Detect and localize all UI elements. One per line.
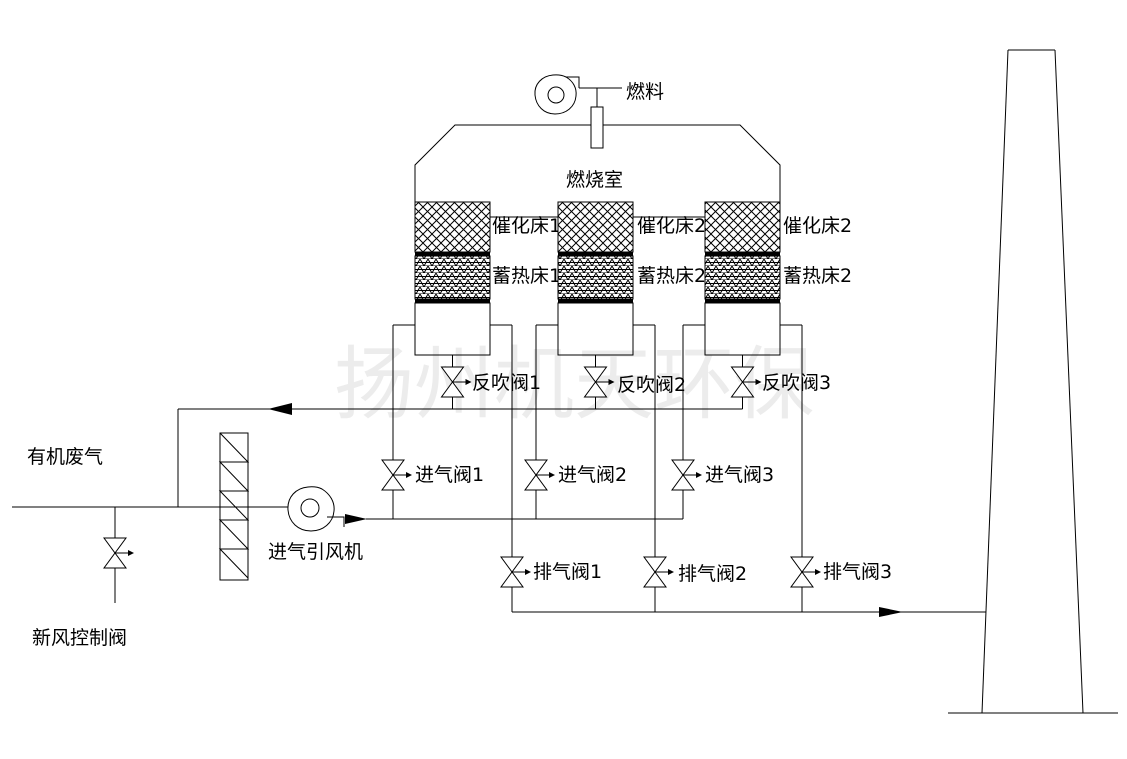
- watermark-text: 扬州机天环保: [334, 338, 814, 431]
- fresh-air-control-valve-icon: [103, 537, 135, 569]
- fresh-air-control-valve-label: 新风控制阀: [32, 627, 127, 649]
- purge-valve-3-label: 反吹阀3: [762, 372, 831, 394]
- exhaust-flow-arrow-icon: [879, 607, 903, 617]
- bed-1: [392, 201, 513, 612]
- inlet-valve-2-label: 进气阀2: [558, 464, 627, 486]
- fan-outlet-arrow-icon: [345, 514, 367, 524]
- burner-icon: [590, 106, 604, 149]
- waste-gas-inlet-label: 有机废气: [27, 446, 103, 468]
- catalyst-bed-3-label: 催化床2: [783, 215, 852, 237]
- catalyst-bed-2-label: 催化床2: [637, 215, 706, 237]
- return-flow-arrow-icon: [268, 403, 292, 415]
- inlet-valve-1-icon: [381, 459, 413, 491]
- fuel-label: 燃料: [626, 81, 664, 103]
- heat-storage-bed-1-label: 蓄热床1: [492, 265, 561, 287]
- inlet-valve-1-label: 进气阀1: [415, 464, 484, 486]
- inlet-fan-label: 进气引风机: [268, 541, 363, 563]
- exhaust-valve-1-label: 排气阀1: [533, 561, 602, 583]
- heat-storage-bed-3-label: 蓄热床2: [783, 265, 852, 287]
- exhaust-valve-3-label: 排气阀3: [823, 561, 892, 583]
- combustion-fan-icon: [534, 74, 580, 115]
- purge-valve-2-label: 反吹阀2: [617, 374, 686, 396]
- exhaust-valve-2-label: 排气阀2: [678, 563, 747, 585]
- bed-3: [682, 201, 803, 612]
- exhaust-valve-2-icon: [643, 556, 675, 588]
- purge-valve-1-label: 反吹阀1: [472, 372, 541, 394]
- filter-icon: [218, 432, 250, 581]
- inlet-valve-3-icon: [671, 459, 703, 491]
- heat-storage-bed-2-label: 蓄热床2: [637, 265, 706, 287]
- chimney-outline: [981, 49, 1084, 714]
- exhaust-valve-1-icon: [500, 556, 532, 588]
- exhaust-valve-3-icon: [790, 556, 822, 588]
- inlet-valve-2-icon: [524, 459, 556, 491]
- inlet-valve-3-label: 进气阀3: [705, 464, 774, 486]
- catalyst-bed-1-label: 催化床1: [492, 215, 561, 237]
- inlet-fan-icon: [287, 486, 345, 532]
- combustion-chamber-label: 燃烧室: [566, 169, 623, 191]
